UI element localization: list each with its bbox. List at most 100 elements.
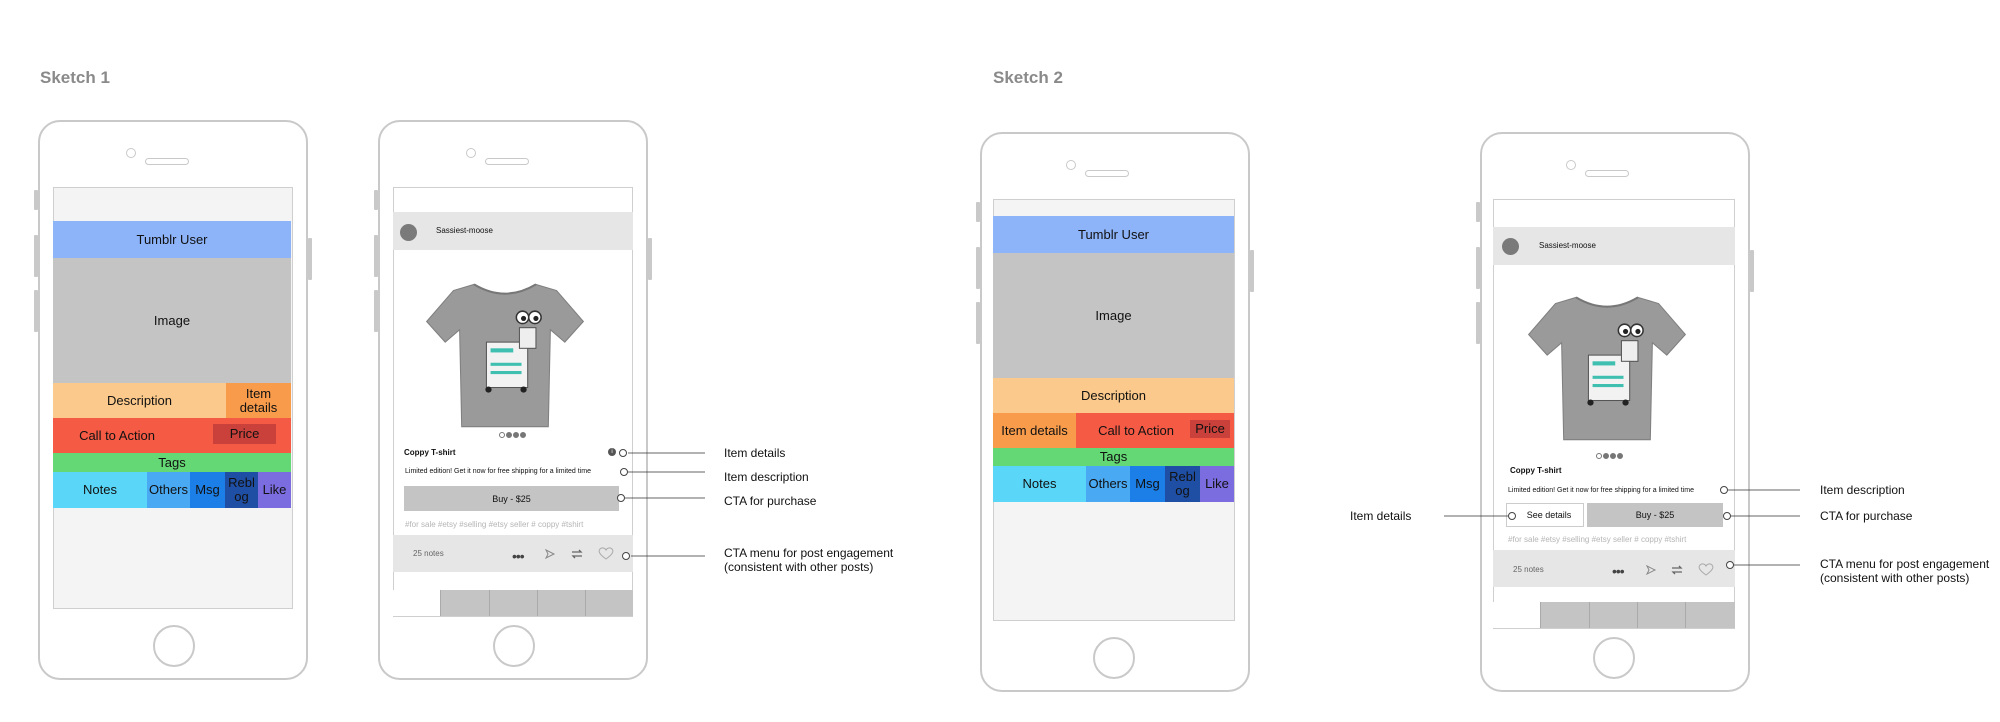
side-button [1476, 247, 1480, 289]
wire-description: Description [993, 378, 1234, 413]
notes-count[interactable]: 25 notes [1513, 565, 1544, 574]
front-camera [126, 148, 136, 158]
annotation-dot [1723, 512, 1731, 520]
wire-notes[interactable]: Notes [993, 466, 1086, 502]
speaker [1585, 170, 1629, 177]
hashtags[interactable]: #for sale #etsy #selling #etsy seller # … [405, 520, 584, 529]
annotation-dot [617, 494, 625, 502]
tab-divider [1637, 602, 1638, 628]
home-button[interactable] [1093, 637, 1135, 679]
speaker [145, 158, 189, 165]
wire-tags: Tags [53, 453, 291, 472]
heart-icon[interactable] [1698, 562, 1714, 576]
side-button [308, 238, 312, 280]
annotation-cta-menu-note: (consistent with other posts) [1820, 571, 1970, 585]
tab-divider [537, 590, 538, 616]
wire-reblog[interactable]: Reblog [1165, 466, 1200, 502]
info-icon[interactable]: i [608, 448, 616, 456]
annotation-dot [1726, 561, 1734, 569]
wire-msg[interactable]: Msg [1130, 466, 1165, 502]
wire-others[interactable]: Others [147, 472, 190, 508]
annotation-cta-purchase: CTA for purchase [1820, 509, 1913, 523]
item-description: Limited edition! Get it now for free shi… [1508, 487, 1694, 494]
tab-item[interactable] [1493, 602, 1541, 628]
notes-count[interactable]: 25 notes [413, 549, 444, 558]
annotation-item-description: Item description [724, 470, 809, 484]
side-button [1750, 250, 1754, 292]
side-button [34, 290, 38, 332]
wire-others[interactable]: Others [1086, 466, 1130, 502]
annotation-dot [619, 449, 627, 457]
home-button[interactable] [153, 625, 195, 667]
annotation-dot [622, 552, 630, 560]
side-button [34, 235, 38, 277]
item-description: Limited edition! Get it now for free shi… [405, 468, 591, 475]
avatar[interactable] [400, 224, 417, 241]
username[interactable]: Sassiest-moose [436, 226, 493, 235]
pager-dot[interactable] [499, 432, 505, 438]
pager-dot[interactable] [1617, 453, 1623, 459]
more-icon[interactable]: ••• [512, 548, 525, 564]
wire-tags: Tags [993, 448, 1234, 466]
sketch-1-title: Sketch 1 [40, 68, 110, 87]
home-button[interactable] [1593, 637, 1635, 679]
username[interactable]: Sassiest-moose [1539, 241, 1596, 250]
annotation-item-details: Item details [1350, 509, 1412, 523]
engagement-bar [1493, 550, 1735, 587]
wire-price: Price [1190, 420, 1230, 438]
side-button [374, 235, 378, 277]
post-header [393, 212, 633, 250]
post-header [1493, 227, 1735, 265]
side-button [1476, 202, 1480, 222]
annotation-cta-menu-note: (consistent with other posts) [724, 560, 874, 574]
annotation-item-details: Item details [724, 446, 786, 460]
annotation-dot [620, 468, 628, 476]
tab-divider [489, 590, 490, 616]
reblog-icon[interactable] [570, 548, 584, 560]
more-icon[interactable]: ••• [1612, 563, 1625, 579]
buy-button[interactable]: Buy - $25 [404, 486, 619, 511]
annotation-cta-purchase: CTA for purchase [724, 494, 817, 508]
tab-item[interactable] [393, 590, 441, 616]
pager-dot[interactable] [1610, 453, 1616, 459]
speaker [1085, 170, 1129, 177]
pager-dot[interactable] [1596, 453, 1602, 459]
wire-price: Price [213, 424, 276, 444]
wire-like[interactable]: Like [1200, 466, 1234, 502]
see-details-button[interactable]: See details [1506, 503, 1584, 527]
hashtags[interactable]: #for sale #etsy #selling #etsy seller # … [1508, 535, 1687, 544]
buy-button[interactable]: Buy - $25 [1587, 503, 1723, 527]
share-icon[interactable] [544, 548, 556, 560]
side-button [648, 238, 652, 280]
wire-item-details[interactable]: Item details [226, 383, 291, 418]
wire-notes[interactable]: Notes [53, 472, 147, 508]
wire-msg[interactable]: Msg [190, 472, 225, 508]
engagement-bar [393, 535, 633, 572]
wire-reblog[interactable]: Reblog [225, 472, 258, 508]
pager-dot[interactable] [506, 432, 512, 438]
pager-dot[interactable] [1603, 453, 1609, 459]
speaker [485, 158, 529, 165]
pager-dot[interactable] [513, 432, 519, 438]
wire-description: Description [53, 383, 226, 418]
sketch-2-title: Sketch 2 [993, 68, 1063, 87]
annotation-cta-menu: CTA menu for post engagement [724, 546, 894, 560]
reblog-icon[interactable] [1670, 564, 1684, 576]
front-camera [1566, 160, 1576, 170]
wire-item-details[interactable]: Item details [993, 413, 1076, 448]
annotation-dot [1508, 512, 1516, 520]
pager-dot[interactable] [520, 432, 526, 438]
annotation-item-description: Item description [1820, 483, 1905, 497]
side-button [374, 290, 378, 332]
wire-like[interactable]: Like [258, 472, 291, 508]
side-button [1476, 302, 1480, 344]
tab-divider [1685, 602, 1686, 628]
heart-icon[interactable] [598, 546, 614, 560]
side-button [1250, 250, 1254, 292]
wire-image: Image [993, 253, 1234, 378]
share-icon[interactable] [1645, 564, 1657, 576]
avatar[interactable] [1502, 238, 1519, 255]
home-button[interactable] [493, 625, 535, 667]
wire-user-header: Tumblr User [993, 216, 1234, 253]
